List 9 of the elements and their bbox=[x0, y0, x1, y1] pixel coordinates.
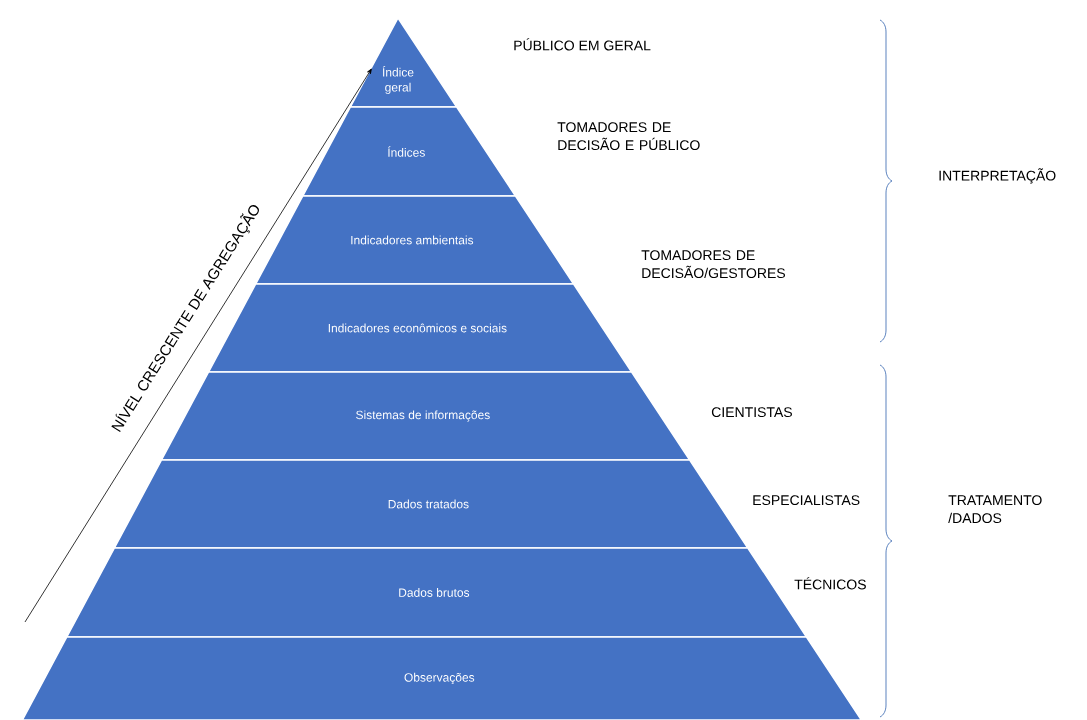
audience-label: TOMADORES DE DECISÃO/GESTORES bbox=[641, 250, 785, 279]
audience-label: PÚBLICO EM GERAL bbox=[514, 38, 651, 51]
pyramid-layer: Observações bbox=[21, 636, 863, 720]
audience-label: TOMADORES DE DECISÃO E PÚBLICO bbox=[557, 122, 700, 151]
pyramid-layer: Dados tratados bbox=[113, 459, 750, 549]
bracket-label: INTERPRETAÇÃO bbox=[939, 168, 1056, 184]
bracket-label: TRATAMENTO /DADOS bbox=[948, 495, 1042, 524]
pyramid-layer: Sistemas de informações bbox=[160, 371, 692, 461]
audience-label: CIENTISTAS bbox=[711, 407, 792, 418]
